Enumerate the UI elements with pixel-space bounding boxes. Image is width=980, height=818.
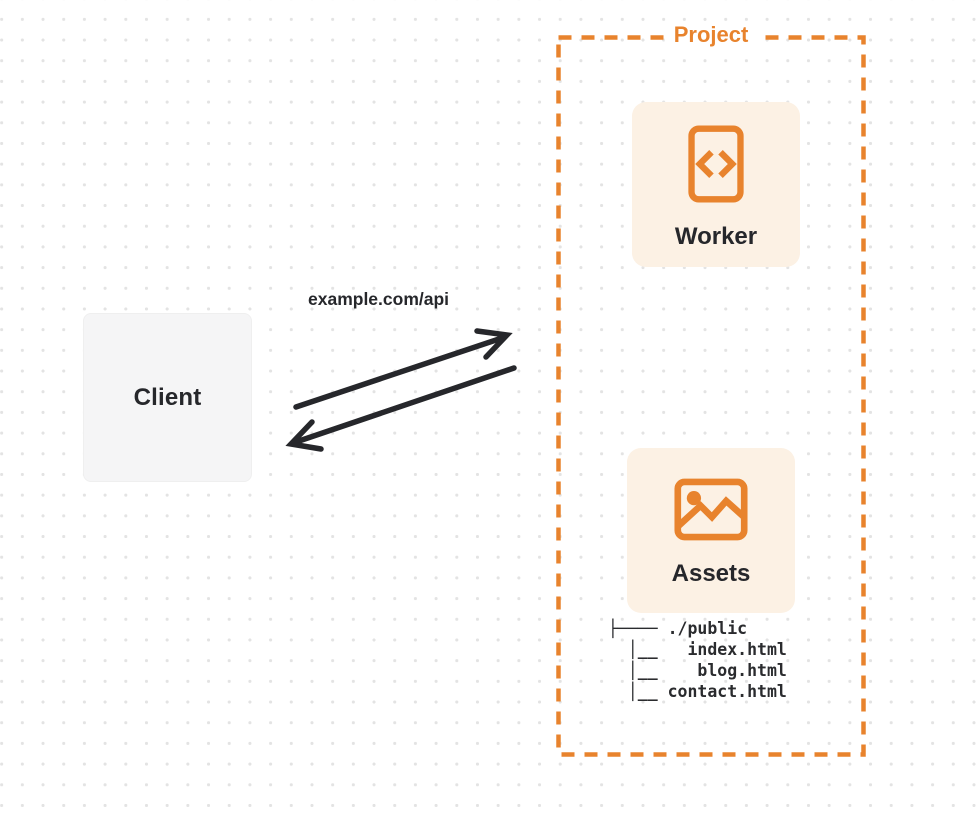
assets-label: Assets — [671, 560, 751, 587]
worker-label: Worker — [674, 223, 758, 250]
assets-file-tree: ├──── ./public │__ index.html │__ blog.h… — [608, 618, 787, 702]
request-url-label: example.com/api — [308, 289, 450, 309]
assets-node: Assets — [627, 448, 795, 613]
file-tree-line-blog: │__ blog.html — [608, 661, 787, 680]
request-arrow-icon — [293, 328, 513, 410]
image-icon — [674, 478, 748, 546]
response-arrow-icon — [285, 365, 517, 452]
client-label: Client — [133, 383, 202, 411]
file-tree-line-public: ├──── ./public — [608, 619, 748, 638]
file-tree-line-index: │__ index.html — [608, 640, 787, 659]
worker-node: Worker — [632, 102, 800, 267]
client-node: Client — [83, 313, 252, 482]
dashed-border — [556, 35, 866, 757]
project-boundary: Project Worker Assets — [556, 22, 866, 757]
project-label: Project — [664, 22, 758, 48]
file-tree-line-contact: │__ contact.html — [608, 682, 787, 701]
code-document-icon — [687, 124, 745, 209]
